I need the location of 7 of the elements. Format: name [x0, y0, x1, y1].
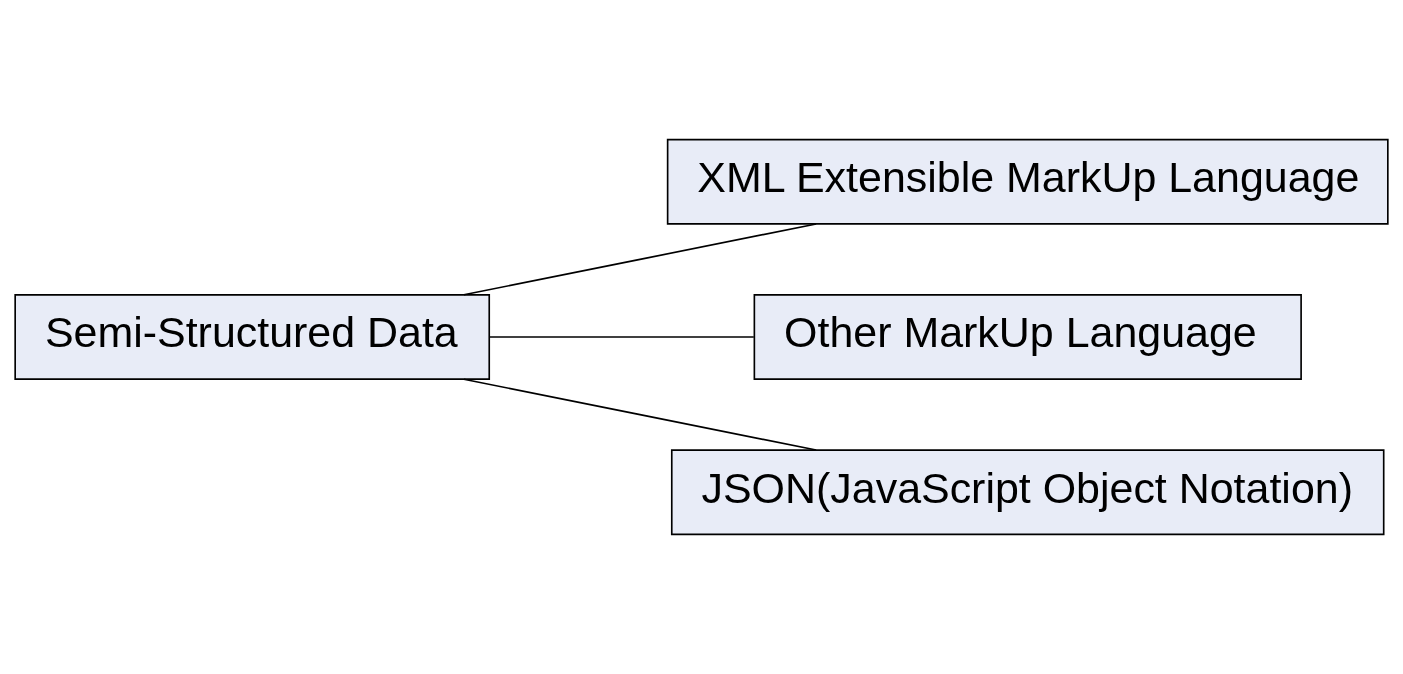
node-box: XML Extensible MarkUp Language	[666, 138, 1389, 225]
connector	[463, 378, 817, 451]
node-box: Other MarkUp Language	[753, 294, 1302, 380]
connector	[463, 223, 817, 296]
node-box: Semi-Structured Data	[14, 294, 491, 380]
node-box: JSON(JavaScript Object Notation)	[670, 449, 1385, 536]
connector	[488, 336, 755, 338]
